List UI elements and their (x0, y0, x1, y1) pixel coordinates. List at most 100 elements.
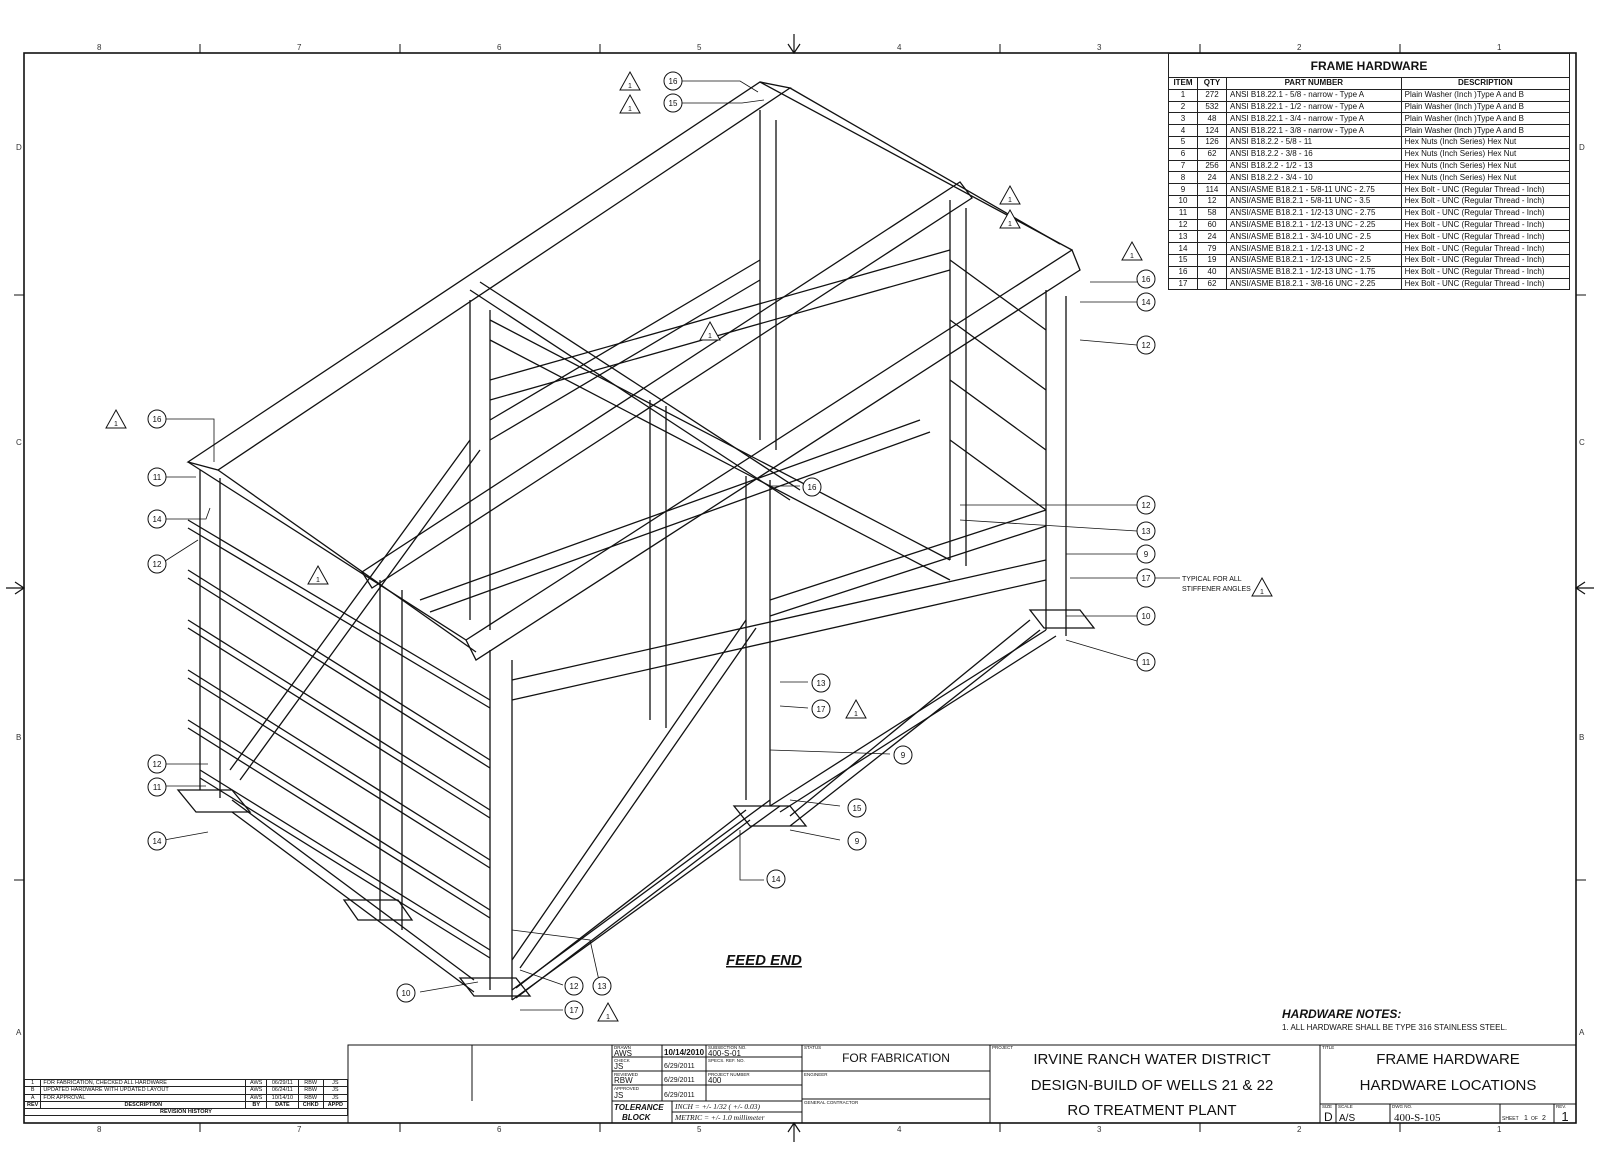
notes-title: HARDWARE NOTES: (1282, 1007, 1401, 1021)
svg-text:BLOCK: BLOCK (622, 1113, 652, 1122)
revision-triangle-icon: 1 (619, 70, 641, 91)
base-plate-1 (176, 789, 252, 813)
revision-triangle-icon: 1 (999, 184, 1021, 205)
balloon: 12 (1136, 495, 1156, 515)
center-arrows (6, 34, 1594, 1142)
table-cell: 24 (1197, 230, 1227, 244)
svg-text:1: 1 (628, 83, 632, 90)
notes-line1: 1. ALL HARDWARE SHALL BE TYPE 316 STAINL… (1282, 1023, 1507, 1032)
svg-text:TOLERANCE: TOLERANCE (614, 1103, 664, 1112)
post-front-right (1045, 290, 1067, 636)
revision-cell: AWS (245, 1078, 268, 1088)
table-cell: ANSI B18.2.2 - 5/8 - 11 (1226, 135, 1402, 149)
revision-cell: RBW (297, 1086, 324, 1095)
balloon: 15 (663, 93, 683, 113)
svg-text:10/14/2010: 10/14/2010 (664, 1048, 705, 1057)
table-cell: Hex Bolt - UNC (Regular Thread - Inch) (1400, 206, 1571, 220)
zone-label-row: B (1579, 733, 1585, 742)
balloon: 14 (147, 831, 167, 851)
title-block-lines (347, 1044, 1577, 1124)
zone-label-col: 2 (1297, 43, 1302, 52)
table-cell: Hex Bolt - UNC (Regular Thread - Inch) (1400, 194, 1571, 208)
table-cell: Hex Nuts (Inch Series) Hex Nut (1400, 159, 1571, 173)
top-rail-front (465, 249, 1081, 661)
svg-text:METRIC = +/- 1.0 millimeter: METRIC = +/- 1.0 millimeter (674, 1113, 765, 1122)
table-cell: 60 (1197, 218, 1227, 232)
revision-triangle-icon: 1 (105, 408, 127, 429)
balloon: 16 (802, 477, 822, 497)
table-cell: 256 (1197, 159, 1227, 173)
balloon: 9 (893, 745, 913, 765)
top-cross-left (187, 461, 467, 641)
revision-cell: A (23, 1093, 42, 1102)
zone-label-col: 4 (897, 43, 902, 52)
table-cell: Plain Washer (Inch )Type A and B (1400, 100, 1571, 114)
svg-text:11: 11 (1142, 658, 1151, 667)
col-header: QTY (1197, 77, 1227, 90)
table-cell: ANSI/ASME B18.2.1 - 5/8-11 UNC - 2.75 (1226, 183, 1402, 196)
balloon: 12 (564, 976, 584, 996)
table-cell: 272 (1197, 88, 1227, 102)
svg-text:INCH = +/- 1/32 ( +/- 0.03): INCH = +/- 1/32 ( +/- 0.03) (674, 1102, 760, 1111)
balloon: 17 (564, 1000, 584, 1020)
svg-text:16: 16 (1142, 275, 1151, 284)
table-cell: 9 (1168, 183, 1198, 196)
svg-text:SHEET: SHEET (1502, 1116, 1519, 1122)
rev-header-cell: REV (23, 1100, 42, 1110)
svg-text:SCALE: SCALE (1338, 1104, 1353, 1109)
revision-flags: 1 1 1 1 1 1 1 1 1 1 1 (105, 70, 1273, 1022)
svg-text:1: 1 (708, 333, 712, 340)
revision-triangle-icon: 1 (619, 93, 641, 114)
svg-text:TITLE: TITLE (1322, 1045, 1334, 1050)
table-cell: Hex Bolt - UNC (Regular Thread - Inch) (1400, 265, 1571, 279)
base-plate-5 (342, 899, 414, 921)
svg-text:1: 1 (114, 421, 118, 428)
post-back2 (949, 200, 967, 566)
table-cell: 40 (1197, 265, 1227, 279)
svg-text:REV.: REV. (1556, 1104, 1566, 1109)
rev-header-cell: APPD (322, 1100, 349, 1110)
svg-text:STATUS: STATUS (804, 1045, 821, 1050)
table-cell: 14 (1168, 242, 1198, 255)
rev-header-cell: DATE (266, 1100, 299, 1110)
zone-label-col: 8 (97, 1125, 102, 1134)
svg-text:17: 17 (817, 705, 826, 714)
revision-triangle-icon: 1 (1251, 576, 1273, 597)
zone-label-row: A (16, 1028, 22, 1037)
svg-text:CHECK: CHECK (614, 1058, 630, 1063)
svg-text:400-S-105: 400-S-105 (1394, 1112, 1441, 1124)
zone-label-row: D (1579, 143, 1585, 152)
rev-header-cell: CHKD (297, 1100, 324, 1110)
svg-text:1: 1 (1008, 197, 1012, 204)
revision-triangle-icon: 1 (1121, 240, 1143, 261)
post-front-left (489, 650, 513, 1000)
table-cell: ANSI/ASME B18.2.1 - 1/2-13 UNC - 1.75 (1226, 265, 1402, 279)
table-cell: 48 (1197, 112, 1227, 126)
table-cell: 58 (1197, 206, 1227, 220)
balloons: 16 15 16 11 14 12 12 11 14 16 12 13 9 17… (147, 71, 1156, 1020)
base-plate-3 (732, 805, 808, 827)
top-rail-left (186, 81, 792, 471)
table-cell: ANSI B18.22.1 - 5/8 - narrow - Type A (1226, 88, 1402, 102)
balloon: 12 (147, 754, 167, 774)
zone-label-col: 5 (697, 43, 702, 52)
svg-text:RBW: RBW (614, 1076, 633, 1085)
revision-cell: 06/24/11 (266, 1086, 299, 1095)
svg-text:9: 9 (1144, 550, 1149, 559)
svg-text:OF: OF (1531, 1116, 1538, 1122)
svg-text:JS: JS (614, 1062, 623, 1071)
balloon: 17 (811, 699, 831, 719)
svg-text:10: 10 (402, 989, 411, 998)
col-header: DESCRIPTION (1400, 77, 1571, 90)
table-cell: 8 (1168, 171, 1198, 185)
table-cell: 126 (1197, 135, 1227, 149)
